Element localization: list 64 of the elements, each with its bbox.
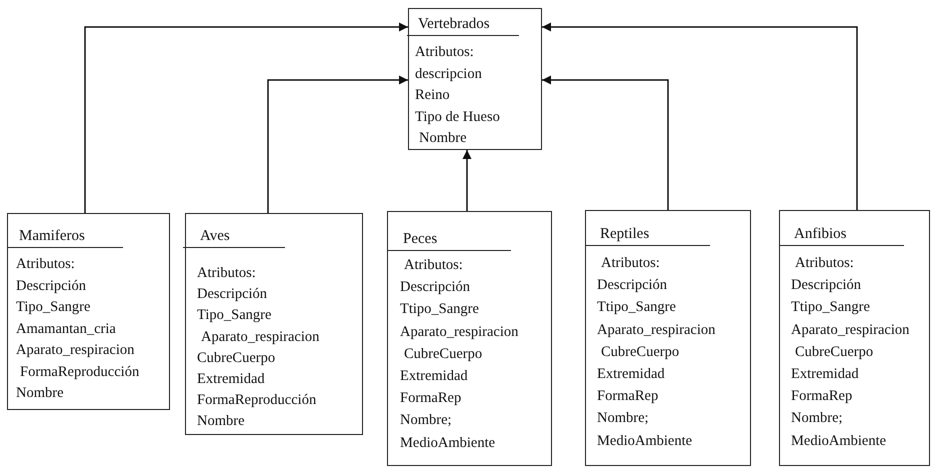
attribute-text: MedioAmbiente — [791, 432, 886, 450]
attribute-text: FormaRep — [597, 387, 658, 406]
section-label: Atributos: — [601, 254, 660, 272]
inheritance-arrow — [462, 150, 472, 211]
section-label: Atributos: — [415, 43, 474, 61]
attribute-text: Aparato_respiracion — [791, 320, 910, 339]
attribute-text: Aparato_respiracion — [400, 322, 518, 341]
class-box — [387, 211, 552, 466]
attribute-text: Extremidad — [791, 365, 859, 383]
attribute-text: FormaRep — [400, 389, 462, 408]
attribute-text: Amamantan_cria — [16, 320, 116, 338]
inheritance-arrow — [267, 76, 408, 213]
attribute-text: Ttipo_Sangre — [400, 300, 479, 318]
attribute-text: Descripción — [197, 285, 268, 304]
class-box — [7, 213, 170, 410]
attribute-text: Reino — [415, 86, 450, 104]
attribute-text: Descripción — [791, 276, 862, 294]
attribute-text: Aparato_respiracion — [597, 320, 716, 339]
attribute-text: Nombre — [197, 412, 245, 430]
inheritance-arrow — [84, 22, 408, 213]
attribute-text: Ttipo_Sangre — [597, 298, 676, 316]
attribute-text: Nombre — [419, 129, 467, 147]
attribute-text: Nombre; — [400, 411, 452, 430]
attribute-text: Descripción — [400, 278, 470, 296]
attribute-text: Nombre; — [791, 409, 843, 428]
class-name: Reptiles — [600, 225, 650, 243]
attribute-text: Aparato_respiracion — [16, 341, 134, 359]
attribute-text: Nombre — [16, 384, 64, 402]
attribute-text: Descripción — [597, 276, 668, 294]
attribute-text: Extremidad — [197, 370, 265, 388]
attribute-text: CubreCuerpo — [197, 348, 276, 367]
attribute-text: Descripción — [16, 276, 86, 294]
section-label: Atributos: — [404, 256, 463, 274]
class-box — [408, 8, 542, 150]
class-box — [779, 210, 930, 466]
attribute-text: Extremidad — [400, 367, 468, 385]
class-box — [585, 210, 751, 466]
attribute-text: Extremidad — [597, 365, 665, 383]
attribute-text: descripcion — [415, 64, 482, 82]
inheritance-arrow — [542, 76, 669, 210]
attribute-text: Aparato_respiracion — [201, 328, 320, 346]
attribute-text: Ttipo_Sangre — [791, 298, 870, 316]
attribute-text: MedioAmbiente — [400, 434, 496, 452]
attribute-text: MedioAmbiente — [597, 432, 692, 450]
class-name: Peces — [403, 230, 438, 248]
class-name: Aves — [200, 227, 230, 245]
attribute-text: Tipo de Hueso — [415, 108, 500, 126]
attribute-text: CubreCuerpo — [404, 344, 482, 363]
attribute-text: CubreCuerpo — [601, 342, 680, 361]
attribute-text: Tipo_Sangre — [16, 298, 90, 316]
attribute-text: FormaReproducción — [20, 362, 140, 380]
attribute-text: Tipo_Sangre — [197, 306, 272, 324]
class-name: Vertebrados — [418, 15, 490, 33]
attribute-text: FormaRep — [791, 387, 852, 406]
attribute-text: FormaReproducción — [197, 391, 316, 410]
section-label: Atributos: — [197, 264, 256, 282]
attribute-text: CubreCuerpo — [795, 342, 874, 361]
class-name: Anfibios — [794, 225, 846, 243]
class-name: Mamiferos — [19, 227, 85, 245]
section-label: Atributos: — [795, 254, 854, 272]
attribute-text: Nombre; — [597, 409, 649, 428]
inheritance-arrow — [542, 22, 858, 210]
section-label: Atributos: — [16, 255, 75, 273]
class-box — [185, 213, 363, 435]
